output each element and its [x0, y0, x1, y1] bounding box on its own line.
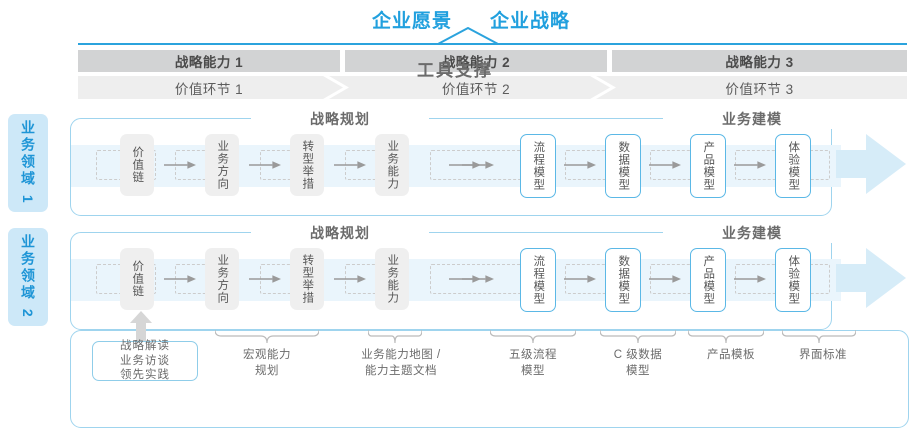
section-rule: [81, 232, 181, 234]
flow-arrow-icon: [163, 275, 196, 283]
process-box-label: 业务能力: [386, 140, 399, 190]
flow-arrow-icon: [648, 161, 681, 169]
domain-tab-label: 业务领域 1: [20, 120, 37, 206]
tool-label-1: 宏观能力规划: [243, 349, 291, 377]
flow-end-arrow-icon: [836, 248, 906, 308]
value-chain-label-1: 价值环节 1: [174, 81, 244, 97]
tool-label-3: 五级流程模型: [509, 349, 557, 377]
process-box-label: 价值链: [131, 146, 144, 184]
process-box-3[interactable]: 转型举措: [290, 248, 324, 310]
tool-label-4: C 级数据模型: [613, 349, 663, 377]
tool-brace-icon: [688, 330, 764, 343]
section-title-strategy-planning: 战略规划: [251, 109, 429, 129]
tool-brace-icon: [490, 330, 576, 343]
process-box-8[interactable]: 体验模型: [775, 134, 811, 198]
domain-tab-1[interactable]: 业务领域 1: [8, 114, 48, 212]
process-box-label: 价值链: [131, 260, 144, 298]
flow-arrow-icon: [333, 275, 366, 283]
process-box-1[interactable]: 价值链: [120, 248, 154, 310]
flow-arrow-icon: [733, 275, 766, 283]
value-chain-label-3: 价值环节 3: [725, 81, 794, 97]
process-box-2[interactable]: 业务方向: [205, 248, 239, 310]
section-rule: [391, 118, 481, 120]
section-rule: [391, 232, 481, 234]
flow-end-arrow-icon: [836, 134, 906, 194]
tool-brace-icon: [600, 330, 676, 343]
value-chain-band: [78, 76, 907, 99]
capability-header-2: 战略能力 2: [345, 50, 607, 72]
section-title-business-modeling: 业务建模: [663, 109, 841, 129]
value-chain-label-2: 价值环节 2: [441, 81, 511, 97]
flow-arrow-icon: [563, 275, 596, 283]
flow-arrow-icon: [248, 161, 281, 169]
process-box-7[interactable]: 产品模型: [690, 134, 726, 198]
process-box-8[interactable]: 体验模型: [775, 248, 811, 312]
process-box-5[interactable]: 流程模型: [520, 134, 556, 198]
section-rule: [81, 118, 181, 120]
flow-arrow-icon: [248, 275, 281, 283]
process-box-6[interactable]: 数据模型: [605, 248, 641, 312]
capability-header-1: 战略能力 1: [78, 50, 340, 72]
process-box-label: 产品模型: [702, 255, 715, 305]
section-rule: [491, 232, 591, 234]
tool-label-5: 产品模板: [707, 349, 755, 361]
flow-arrow-icon: [163, 161, 196, 169]
process-box-4[interactable]: 业务能力: [375, 134, 409, 196]
tool-item-first[interactable]: 战略解读业务访谈领先实践: [92, 339, 198, 382]
tool-brace-icon: [782, 330, 856, 343]
top-peak-connector-icon: [438, 27, 498, 45]
flow-arrow-icon: [648, 275, 681, 283]
process-box-label: 流程模型: [532, 141, 545, 191]
flow-track-segment: [808, 150, 830, 180]
flow-arrow-icon: [462, 161, 494, 169]
process-box-label: 流程模型: [532, 255, 545, 305]
domain-tab-label: 业务领域 2: [20, 234, 37, 320]
flow-arrow-icon: [563, 161, 596, 169]
tool-brace-icon: [368, 330, 422, 343]
section-title-strategy-planning: 战略规划: [251, 223, 429, 243]
tool-label-6: 界面标准: [799, 349, 847, 361]
process-box-label: 体验模型: [787, 141, 800, 191]
process-box-label: 数据模型: [617, 255, 630, 305]
process-box-label: 业务方向: [216, 140, 229, 190]
process-box-label: 转型举措: [301, 254, 314, 304]
capability-header-3: 战略能力 3: [612, 50, 907, 72]
process-box-2[interactable]: 业务方向: [205, 134, 239, 196]
process-box-label: 业务方向: [216, 254, 229, 304]
domain-tab-2[interactable]: 业务领域 2: [8, 228, 48, 326]
section-rule: [491, 118, 591, 120]
section-title-business-modeling: 业务建模: [663, 223, 841, 243]
process-box-7[interactable]: 产品模型: [690, 248, 726, 312]
top-divider-line: [78, 43, 907, 45]
enterprise-strategy-title: 企业战略: [490, 11, 571, 32]
process-box-1[interactable]: 价值链: [120, 134, 154, 196]
flow-arrow-icon: [733, 161, 766, 169]
tool-brace-icon: [215, 330, 319, 343]
value-chain-chevron-1: [323, 76, 349, 99]
tool-support-title: 工具支撑: [417, 61, 493, 80]
process-box-4[interactable]: 业务能力: [375, 248, 409, 310]
flow-track-segment: [808, 264, 830, 294]
flow-arrow-icon: [333, 161, 366, 169]
process-box-label: 产品模型: [702, 141, 715, 191]
process-box-label: 转型举措: [301, 140, 314, 190]
process-box-label: 数据模型: [617, 141, 630, 191]
flow-arrow-icon: [462, 275, 494, 283]
value-chain-chevron-2: [590, 76, 616, 99]
tool-label-2: 业务能力地图 /能力主题文档: [361, 349, 441, 377]
process-box-label: 体验模型: [787, 255, 800, 305]
tool-item-first-label: 战略解读业务访谈领先实践: [120, 339, 170, 382]
up-arrow-icon: [130, 311, 152, 341]
process-box-3[interactable]: 转型举措: [290, 134, 324, 196]
process-box-6[interactable]: 数据模型: [605, 134, 641, 198]
process-box-5[interactable]: 流程模型: [520, 248, 556, 312]
process-box-label: 业务能力: [386, 254, 399, 304]
enterprise-vision-title: 企业愿景: [372, 11, 453, 32]
